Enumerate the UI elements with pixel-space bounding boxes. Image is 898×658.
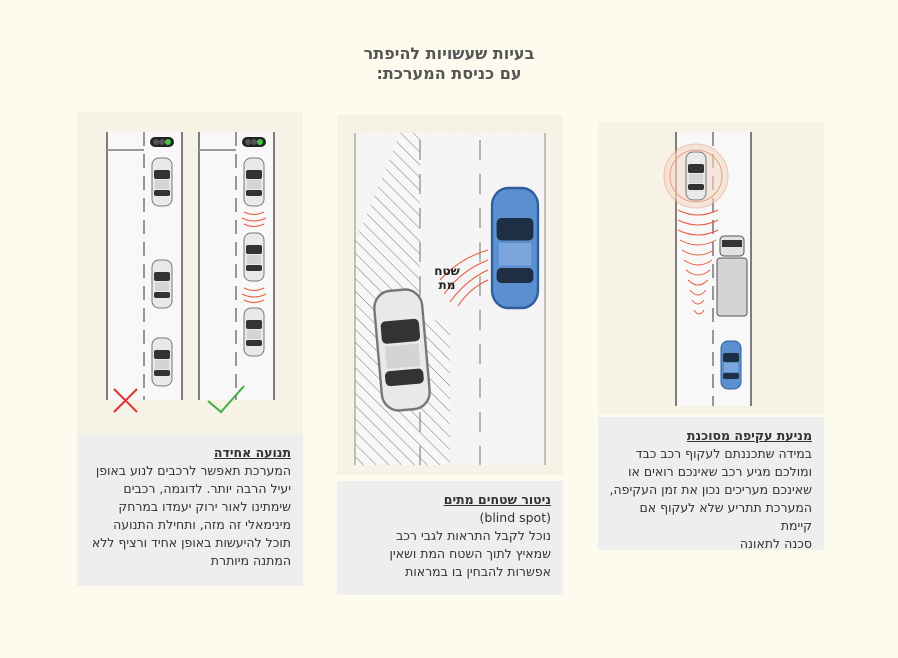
oncoming-car-icon — [685, 151, 707, 201]
caption-line: תוכל להיעשות באופן אחיד ורציף ללא — [91, 535, 291, 550]
blue-car-icon — [720, 340, 742, 390]
caption-line: (blind spot) — [479, 510, 552, 525]
heading-blind-spot: ניטור שטחים מתים — [443, 492, 551, 507]
caption-line: המערכת תאפשר לרכבים לנוע באופן — [95, 463, 291, 478]
blind-spot-waves — [439, 249, 489, 307]
overtaking-illustration — [663, 132, 752, 406]
caption-overtaking: מניעת עקיפה מסוכנת במידה שתכננתם לעקוף ר… — [598, 417, 824, 551]
car-icon — [151, 337, 173, 387]
wrong-x-icon — [113, 388, 138, 413]
car-icon — [151, 157, 173, 207]
caption-line: שמאיץ לתוך השטח המת ושאין — [389, 546, 551, 561]
page-title: בעיות שעשויות להיפתר עם כניסת המערכת: — [0, 44, 898, 84]
warning-waves — [677, 209, 719, 315]
caption-line: שאינכם מעריכים נכון את זמן העקיפה, — [609, 482, 812, 497]
car-icon — [243, 157, 265, 207]
caption-line: ומולכם מגיע רכב שאינכם רואים או — [628, 464, 812, 479]
title-line-2: עם כניסת המערכת: — [376, 64, 522, 83]
blind-spot-illustration: שטח מת — [354, 133, 546, 465]
caption-line: יעיל הרבה יותר. לדוגמה, רכבים — [123, 481, 291, 496]
caption-line: אפשרות להבחין בו במראות — [405, 564, 551, 579]
traffic-light-icon — [150, 137, 174, 147]
title-line-1: בעיות שעשויות להיפתר — [363, 44, 535, 63]
signal-waves — [241, 211, 267, 303]
blue-car-icon — [490, 186, 540, 310]
caption-line: המתנה מיותרת — [210, 553, 291, 568]
uniform-traffic-illustration — [106, 132, 275, 414]
white-car-icon — [371, 286, 433, 414]
caption-line: נוכל לקבל התראות לגבי רכב — [396, 528, 551, 543]
caption-line: סכנה לתאונה — [739, 536, 812, 551]
truck-icon — [716, 235, 748, 317]
caption-uniform-traffic: תנועה אחידה המערכת תאפשר לרכבים לנוע באו… — [77, 434, 303, 586]
caption-line: מינימאלי זה מזה, ותחילת התנועה — [113, 517, 291, 532]
caption-line: במידה שתכננתם לעקוף רכב כבד — [635, 446, 812, 461]
caption-line: המערכת תתריע שלא לעקוף אם קיימת — [639, 500, 812, 533]
caption-line: שימתינו לאור ירוק יעמדו במרחק — [118, 499, 291, 514]
heading-overtaking: מניעת עקיפה מסוכנת — [686, 428, 812, 443]
car-icon — [151, 259, 173, 309]
blind-spot-label-2: מת — [439, 278, 456, 292]
blind-spot-label-1: שטח — [434, 264, 460, 278]
car-icon — [243, 232, 265, 282]
car-icon — [243, 307, 265, 357]
traffic-light-icon — [242, 137, 266, 147]
caption-blind-spot: ניטור שטחים מתים (blind spot) נוכל לקבל … — [337, 481, 563, 595]
check-icon — [207, 385, 245, 414]
heading-uniform-traffic: תנועה אחידה — [213, 445, 291, 460]
